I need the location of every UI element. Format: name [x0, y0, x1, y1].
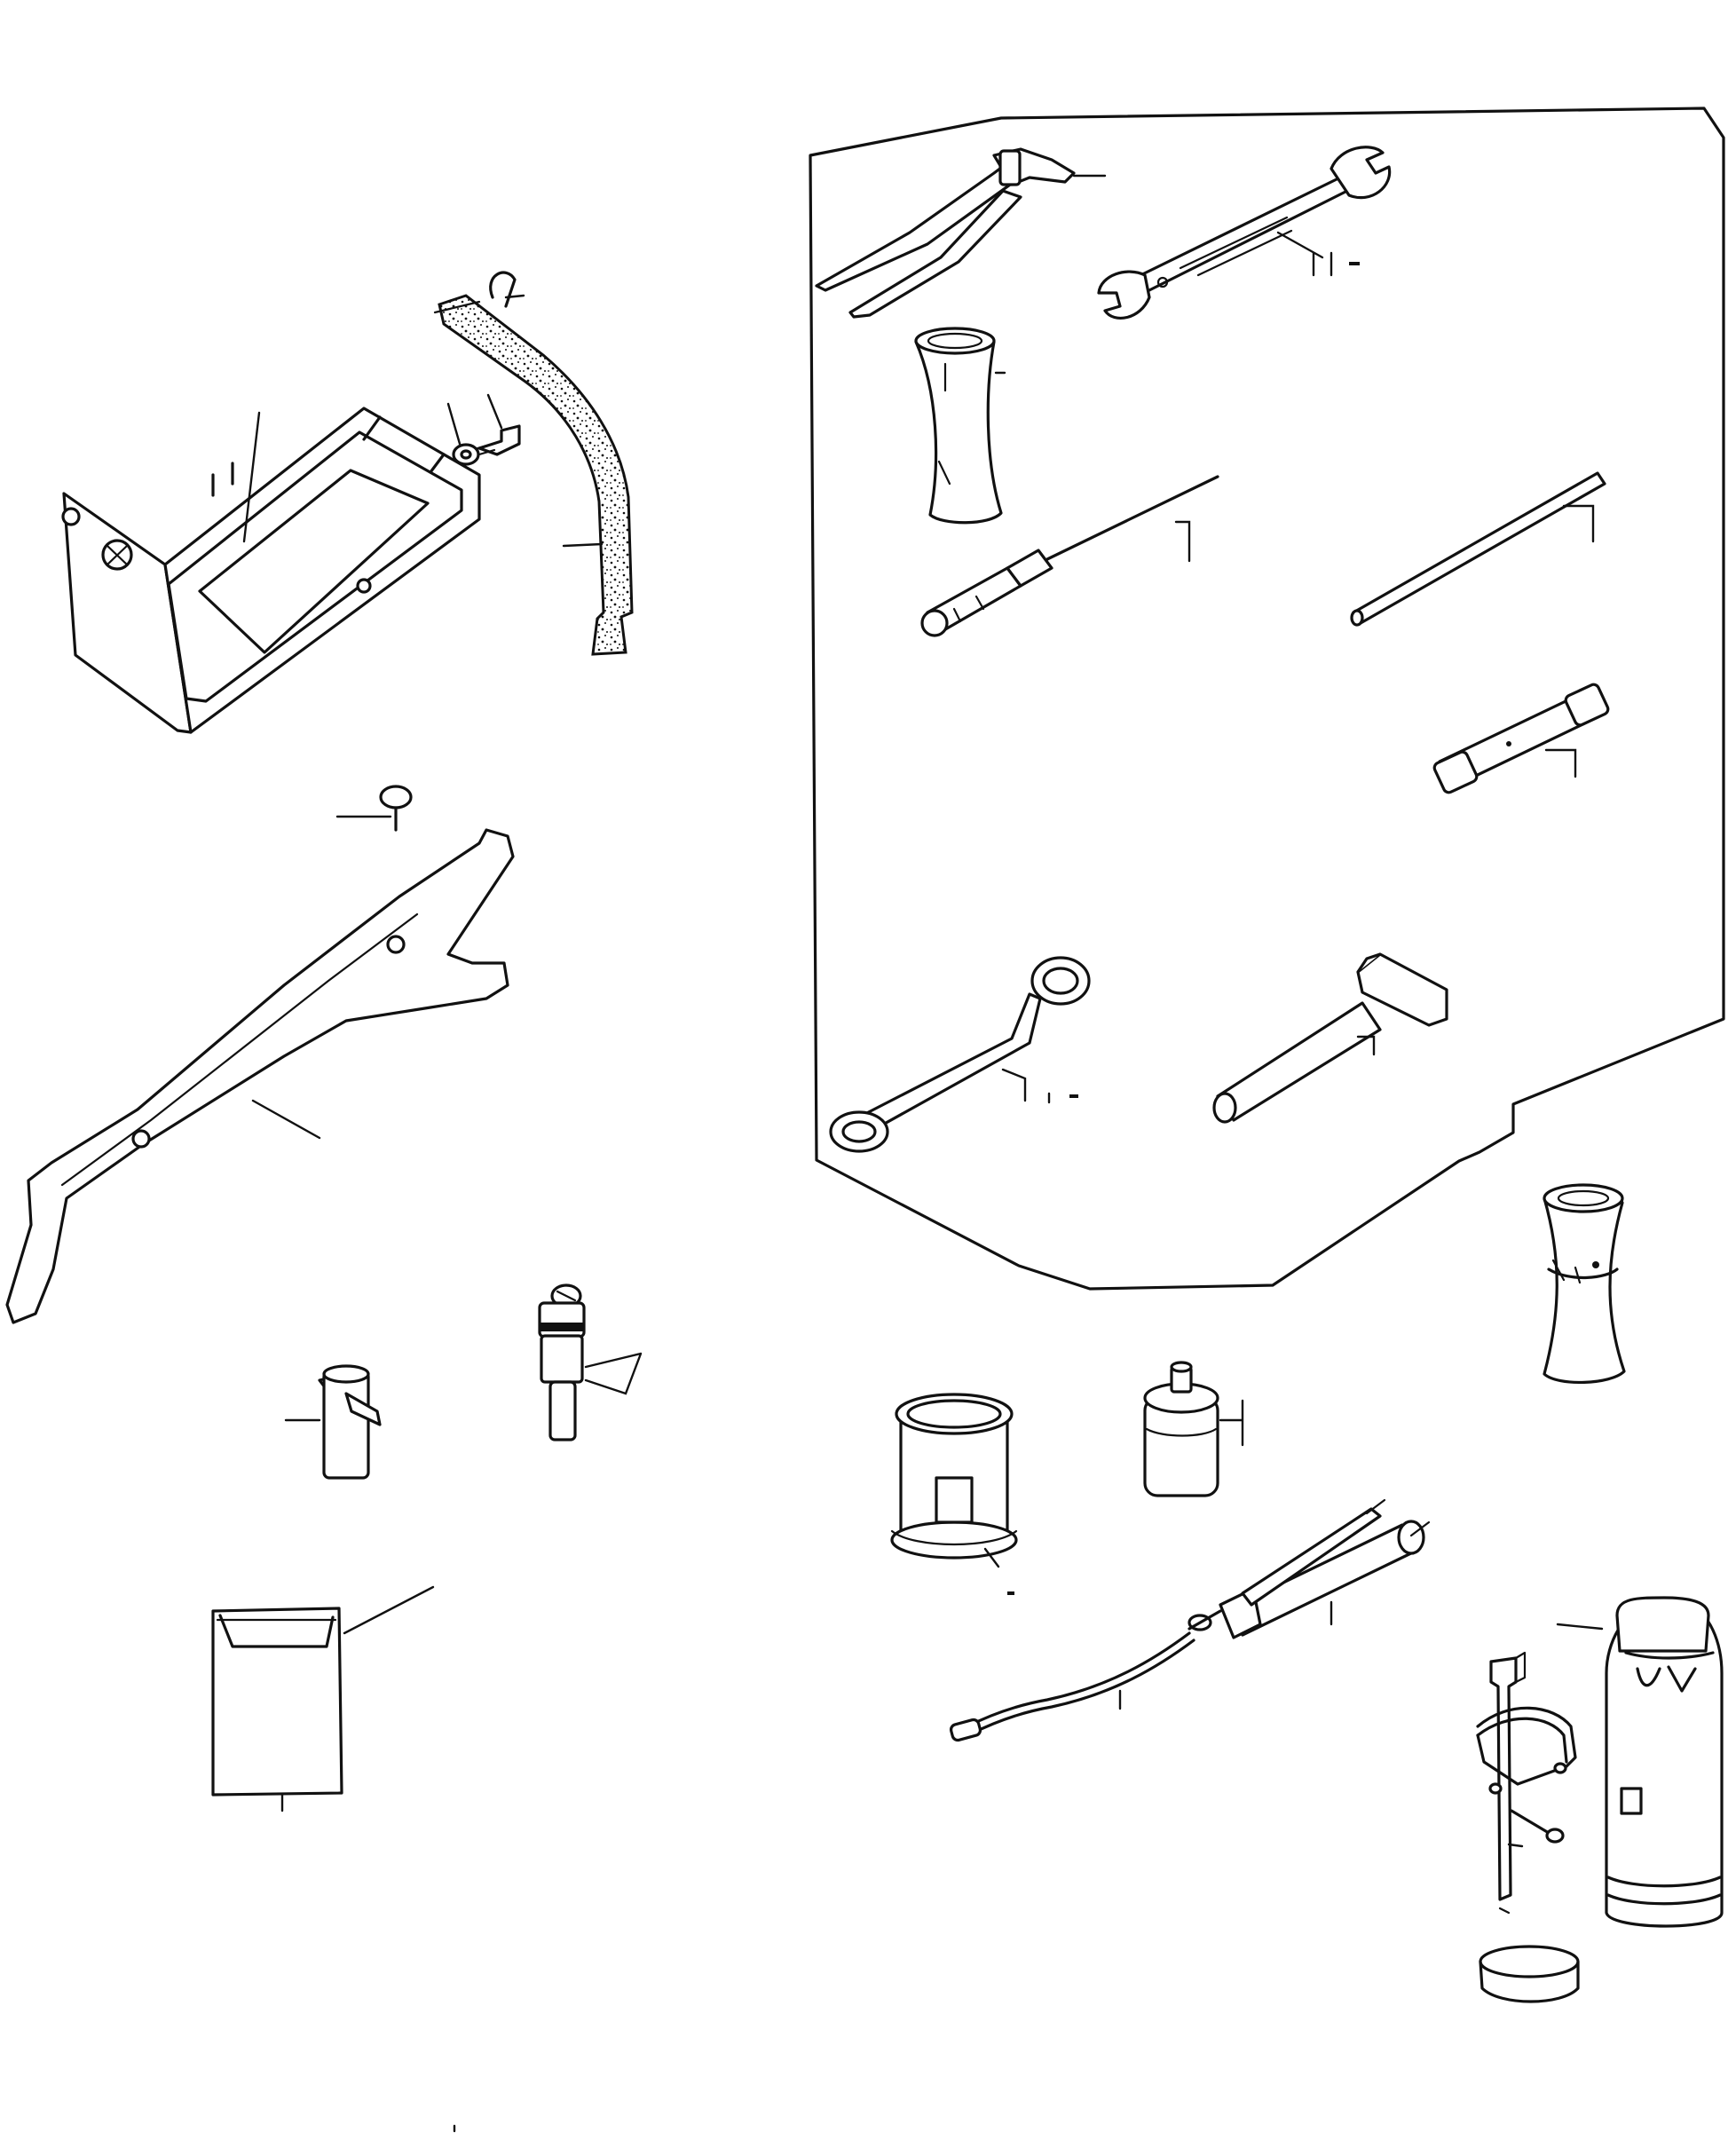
pliers-icon — [815, 147, 1107, 319]
open-end-wrench-icon — [1097, 146, 1392, 320]
sleeve-icon — [1543, 1183, 1626, 1385]
washer-icon — [446, 402, 480, 466]
screwdriver-icon — [920, 475, 1219, 637]
rod-icon — [1350, 471, 1606, 627]
plug-icon — [538, 1283, 643, 1441]
strap-icon — [433, 294, 634, 656]
can-icon — [890, 1393, 1018, 1595]
grease-gun-icon — [1188, 1498, 1431, 1639]
hook-icon — [489, 271, 525, 308]
hammer-icon — [1212, 952, 1448, 1124]
bottle-icon — [1143, 1361, 1244, 1497]
socket-tube-icon — [1432, 683, 1610, 794]
bolt-icon — [476, 393, 521, 456]
pin-icon — [284, 1364, 382, 1480]
toolkit-boundary — [809, 107, 1725, 1291]
sleeve-icon — [914, 327, 1006, 525]
battery-tray-icon — [61, 407, 481, 734]
bracket-icon — [1476, 1651, 1580, 2003]
hose-icon — [949, 1631, 1195, 1742]
support-arm-icon — [5, 828, 515, 1324]
extinguisher-icon — [1556, 1596, 1724, 1928]
rivet-icon — [335, 785, 413, 832]
ring-spanner-icon — [829, 956, 1091, 1153]
envelope-icon — [211, 1585, 435, 1812]
